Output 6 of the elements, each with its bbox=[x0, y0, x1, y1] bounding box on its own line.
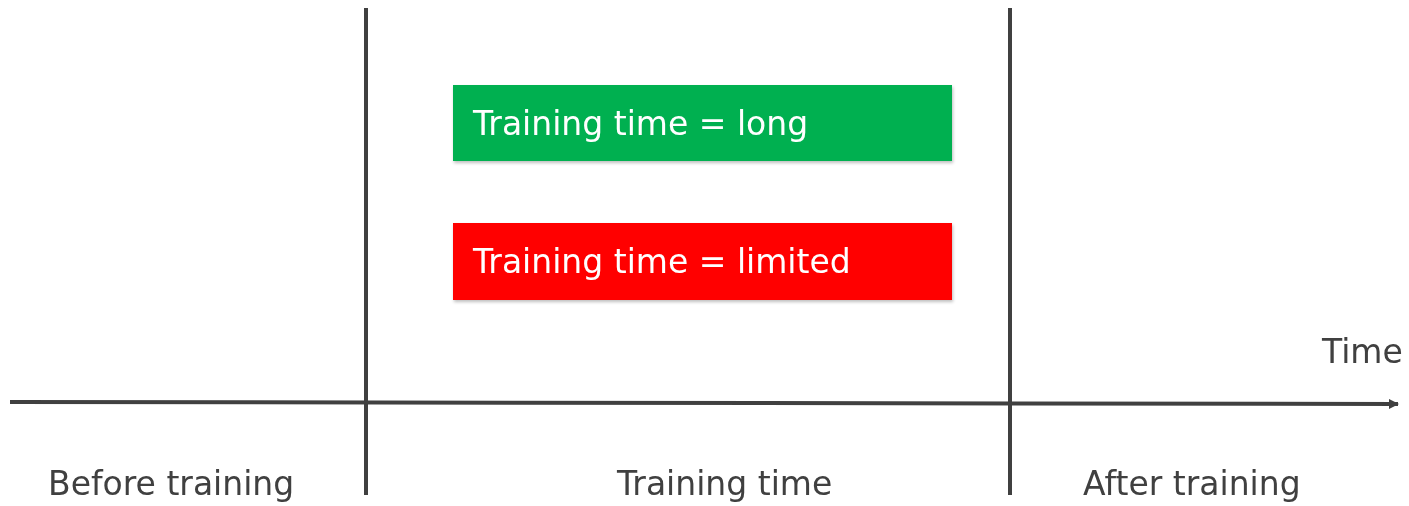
phase-label: Training time bbox=[617, 467, 833, 500]
phase-label: After training bbox=[1083, 467, 1301, 500]
phase-bar: Training time = limited bbox=[453, 223, 952, 300]
axis-label: Time bbox=[1322, 335, 1403, 368]
phase-bar: Training time = long bbox=[453, 85, 952, 161]
phase-label: Before training bbox=[48, 467, 295, 500]
